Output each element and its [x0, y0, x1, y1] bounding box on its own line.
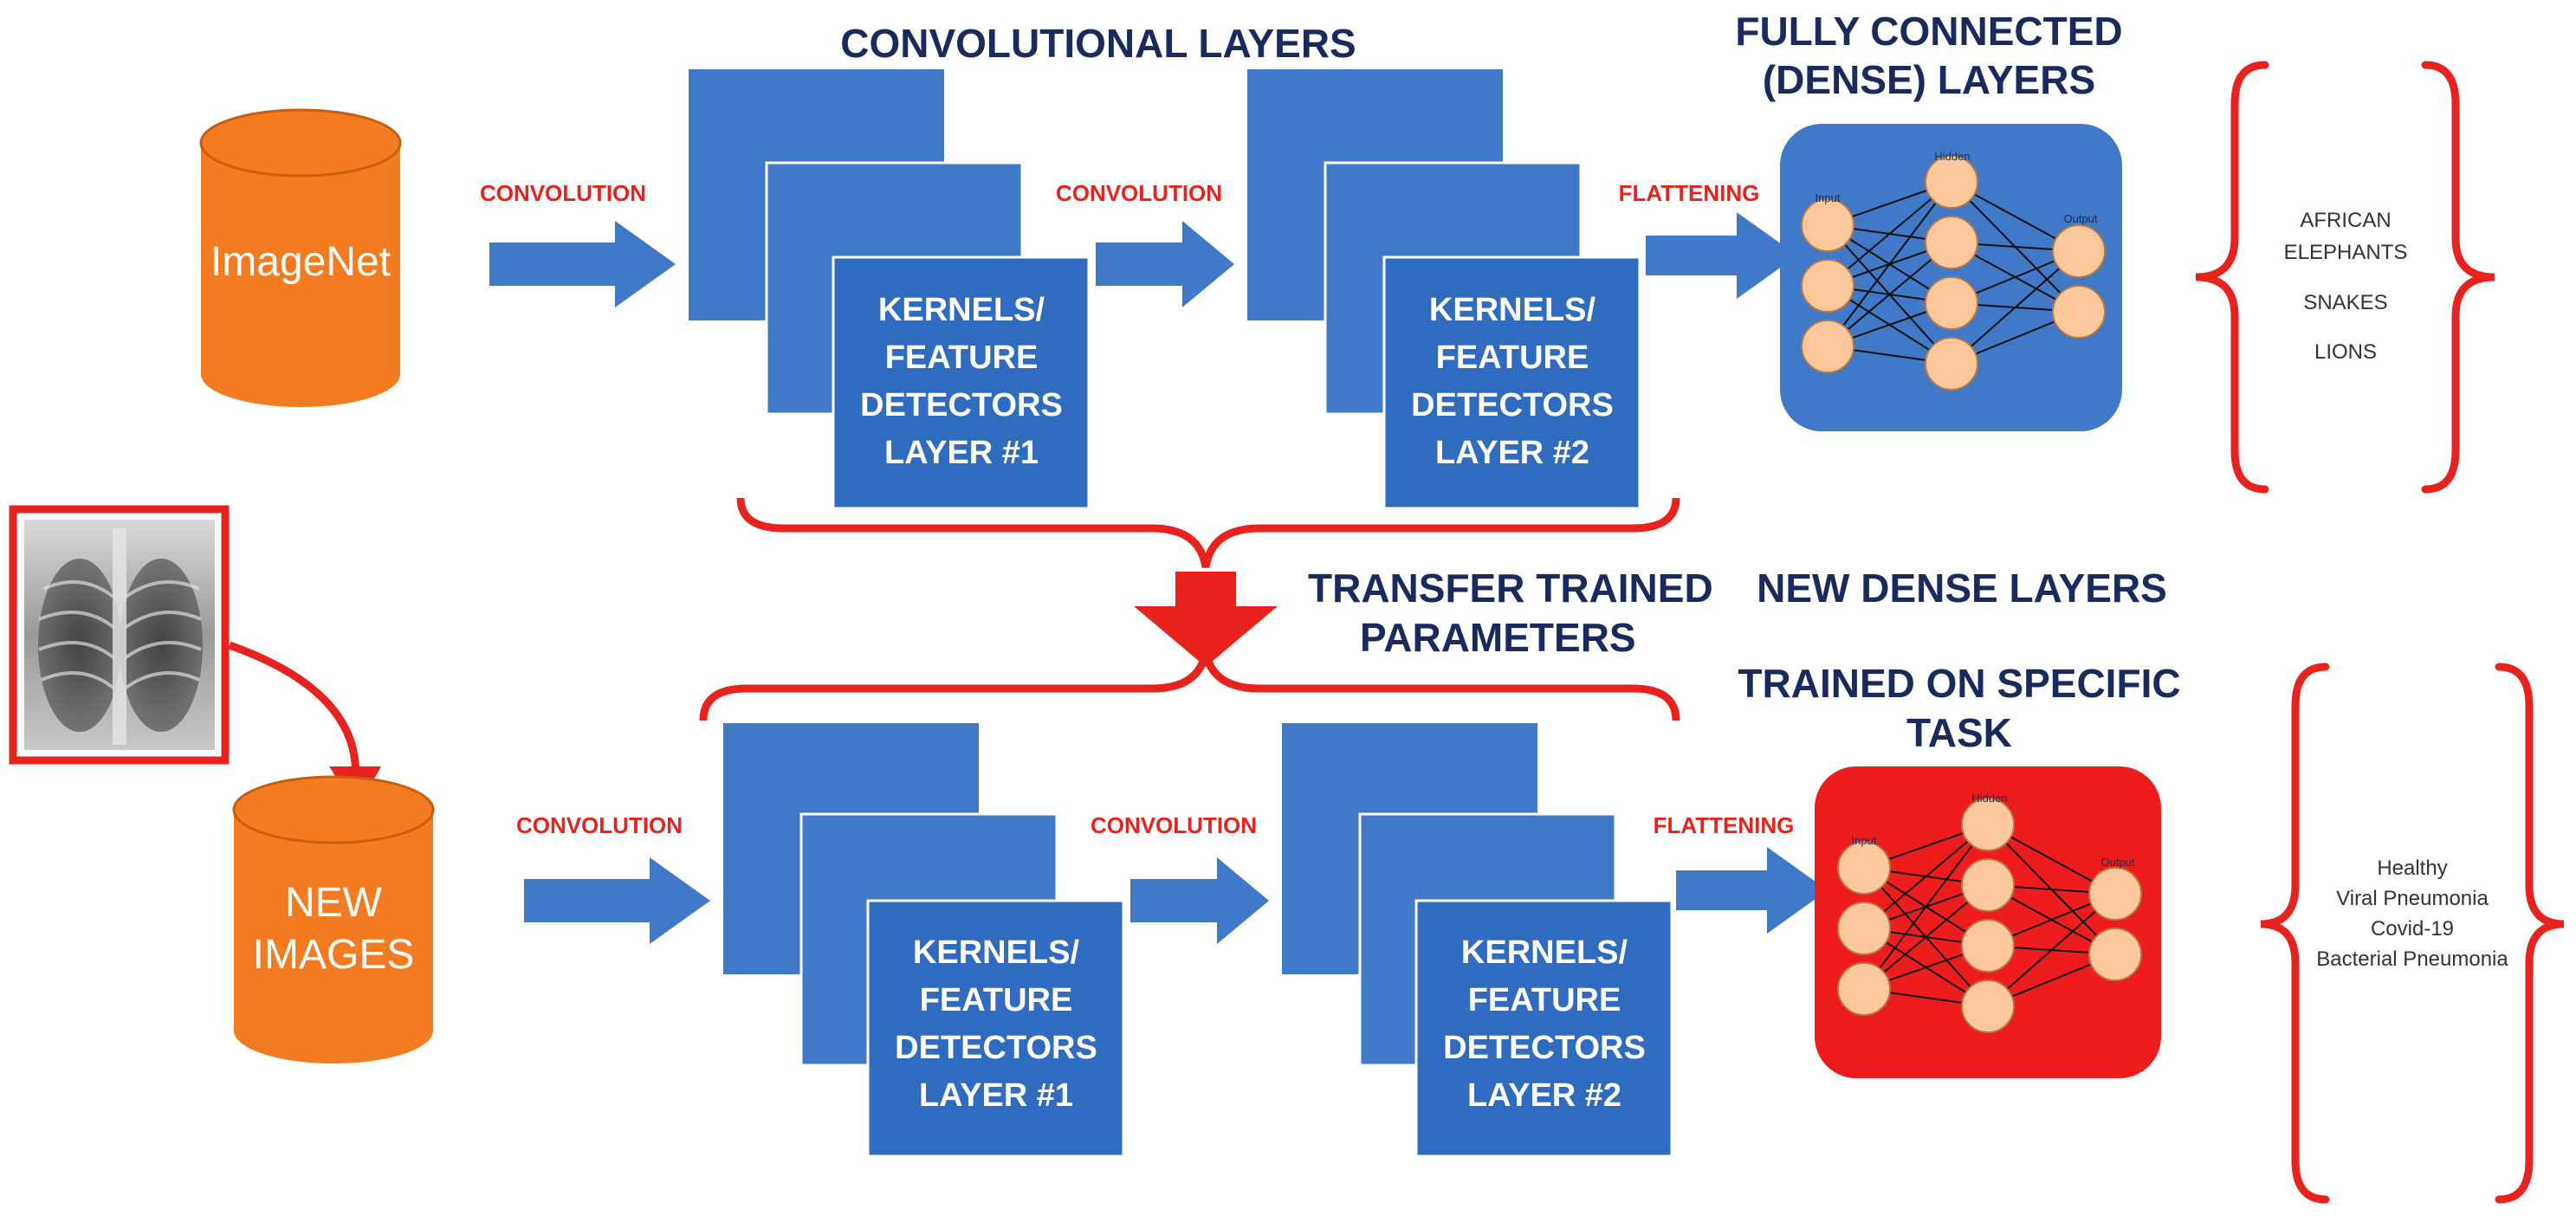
new-images-label-line1: NEW [285, 880, 383, 926]
nn-bottom-node-3 [1961, 798, 2015, 851]
nn-top-node-1 [1801, 259, 1854, 313]
class-brace-top [2195, 61, 2495, 494]
arrow-right-top-3 [1646, 212, 1797, 299]
stack-top-1-line2: FEATURE [885, 339, 1039, 376]
nn-top-output-label: Output [2063, 212, 2097, 225]
nn-top-node-5 [1925, 276, 1978, 330]
class-top-2: ELEPHANTS [2284, 241, 2408, 264]
stack-bottom-1-line3: DETECTORS [895, 1030, 1097, 1066]
nn-bottom-node-2 [1837, 962, 1891, 1016]
stack-bottom-1-line1: KERNELS/ [913, 934, 1080, 971]
transfer-brace-lower [699, 650, 1680, 721]
stack-top-1-line4: LAYER #1 [884, 435, 1039, 471]
nn-top-node-6 [1925, 337, 1978, 391]
nn-top-node-3 [1925, 155, 1978, 209]
fc-title-line1: FULLY CONNECTED [1735, 9, 2122, 54]
new-dense-title-line1: NEW DENSE LAYERS [1757, 566, 2167, 611]
stack-top-2-line4: LAYER #2 [1435, 435, 1589, 471]
nn-bottom-node-5 [1961, 919, 2015, 973]
stack-top-2-line2: FEATURE [1436, 339, 1589, 376]
nn-top-node-2 [1801, 320, 1854, 373]
nn-bottom-node-7 [2088, 867, 2142, 921]
nn-bottom-node-6 [1961, 980, 2015, 1033]
flattening-label-top: FLATTENING [1619, 180, 1760, 206]
class-bottom-1: Healthy [2377, 857, 2447, 880]
arrow-right-top-2 [1096, 221, 1234, 307]
stack-bottom-2-line1: KERNELS/ [1461, 934, 1628, 971]
fc-title-line2: (DENSE) LAYERS [1763, 57, 2095, 102]
class-top-4: LIONS [2314, 340, 2377, 364]
arrow-right-bottom-2 [1130, 857, 1269, 944]
xray-to-db-arrow [228, 641, 360, 785]
transfer-brace-upper [736, 497, 1680, 568]
stack-bottom-2-line4: LAYER #2 [1467, 1077, 1621, 1114]
nn-bottom-edge-9 [1863, 884, 1989, 990]
dense-network-bottom: Input Hidden Output [1815, 766, 2161, 1078]
nn-top-node-8 [2052, 285, 2106, 339]
class-bottom-2: Viral Pneumonia [2336, 887, 2489, 910]
new-dense-title-line3: TASK [1906, 710, 2012, 755]
class-bottom-4: Bacterial Pneumonia [2316, 947, 2508, 971]
nn-bottom-nodes [1837, 798, 2142, 1033]
class-brace-bottom [2260, 663, 2565, 1204]
stack-bottom-2-line3: DETECTORS [1443, 1030, 1646, 1066]
nn-bottom-node-1 [1837, 902, 1891, 955]
nn-top-node-7 [2052, 224, 2106, 278]
stack-top-2-line3: DETECTORS [1411, 387, 1614, 423]
class-top-3: SNAKES [2303, 291, 2387, 314]
convolution-label-bottom-1: CONVOLUTION [516, 812, 683, 838]
class-bottom-3: Covid-19 [2371, 917, 2454, 941]
new-images-label-line2: IMAGES [253, 932, 415, 978]
nn-top-node-4 [1925, 216, 1978, 269]
arrow-right-bottom-1 [524, 857, 710, 944]
stack-top-1-line1: KERNELS/ [878, 292, 1045, 328]
nn-bottom-output-label: Output [2100, 856, 2134, 869]
new-dense-title-line2: TRAINED ON SPECIFIC [1738, 661, 2180, 706]
nn-bottom-node-0 [1837, 841, 1891, 895]
flattening-label-bottom: FLATTENING [1654, 812, 1795, 838]
nn-bottom-edge-8 [1863, 824, 1989, 990]
stack-bottom-1-line2: FEATURE [920, 982, 1073, 1018]
nn-bottom-node-8 [2088, 928, 2142, 981]
transfer-label-line2: PARAMETERS [1360, 615, 1636, 660]
nn-top-nodes [1801, 155, 2106, 391]
class-top-1: AFRICAN [2300, 209, 2391, 232]
stack-top-1-line3: DETECTORS [860, 387, 1063, 423]
stack-bottom-1-line4: LAYER #1 [919, 1077, 1073, 1114]
conv-layers-title: CONVOLUTIONAL LAYERS [840, 21, 1356, 66]
new-images-database: NEW IMAGES [232, 775, 435, 1064]
nn-top-input-label: Input [1815, 191, 1841, 204]
nn-bottom-hidden-label: Hidden [1971, 792, 2007, 805]
nn-top-node-0 [1801, 198, 1854, 252]
transfer-down-arrow [1134, 572, 1278, 667]
kernel-stack-bottom-1: KERNELS/ FEATURE DETECTORS LAYER #1 [723, 723, 1125, 1158]
dense-network-top: Input Hidden Output [1780, 124, 2122, 431]
nn-top-edge-18 [1951, 250, 2080, 365]
xray-image [9, 505, 230, 765]
stack-bottom-2-line2: FEATURE [1468, 982, 1621, 1018]
nn-bottom-edge-4 [1863, 824, 1989, 929]
stack-top-2-line1: KERNELS/ [1429, 292, 1596, 328]
nn-top-hidden-label: Hidden [1934, 150, 1970, 163]
arrow-right-top-1 [489, 221, 676, 307]
imagenet-label: ImageNet [210, 239, 391, 285]
convolution-label-bottom-2: CONVOLUTION [1091, 812, 1257, 838]
convolution-label-top-2: CONVOLUTION [1056, 180, 1222, 206]
kernel-stack-top-2: KERNELS/ FEATURE DETECTORS LAYER #2 [1247, 69, 1641, 510]
nn-top-edge-4 [1827, 181, 1952, 287]
nn-bottom-node-4 [1961, 858, 2015, 912]
nn-bottom-edge-18 [1987, 893, 2116, 1007]
nn-top-edge-9 [1827, 242, 1952, 347]
arrow-right-bottom-3 [1676, 847, 1828, 934]
kernel-stack-bottom-2: KERNELS/ FEATURE DETECTORS LAYER #2 [1282, 723, 1673, 1158]
convolution-label-top-1: CONVOLUTION [480, 180, 646, 206]
transfer-label-line1: TRANSFER TRAINED [1308, 566, 1713, 611]
imagenet-database: ImageNet [199, 108, 402, 407]
nn-top-edge-8 [1827, 181, 1952, 347]
nn-bottom-input-label: Input [1852, 834, 1877, 847]
kernel-stack-top-1: KERNELS/ FEATURE DETECTORS LAYER #1 [689, 69, 1091, 510]
